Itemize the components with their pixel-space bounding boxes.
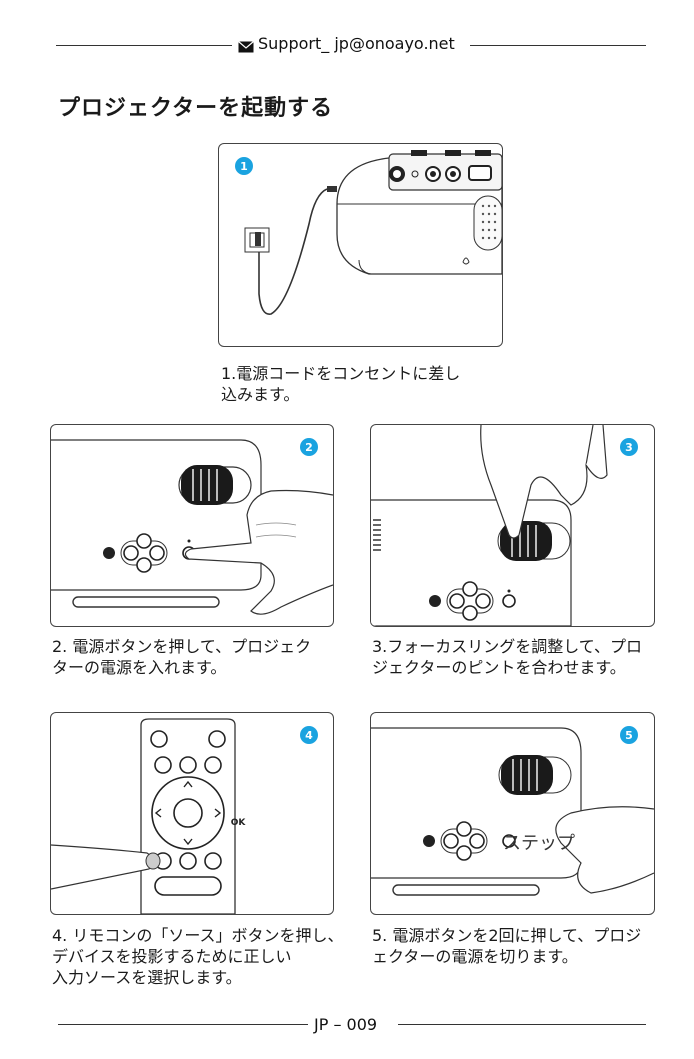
header-rule-left [56,45,232,46]
step-5-caption: 5. 電源ボタンを2回に押して、プロジ ェクターの電源を切ります。 [372,925,641,967]
step-3-caption: 3.フォーカスリングを調整して、プロ ジェクターのピントを合わせます。 [372,636,642,678]
header-rule-right [470,45,646,46]
step-3-badge: 3 [620,438,638,456]
step-4-caption: 4. リモコンの「ソース」ボタンを押し、 デバイスを投影するために正しい 入力ソ… [52,925,344,988]
header-contact: Support_ jp@onoayo.net [238,34,455,53]
envelope-icon [238,38,254,50]
step-2-badge: 2 [300,438,318,456]
page-title: プロジェクターを起動する [58,90,333,122]
support-email[interactable]: Support_ jp@onoayo.net [258,34,455,53]
ok-button: OK [228,818,248,828]
footer-rule-right [398,1024,646,1025]
step-1-illustration: 1 [218,143,503,347]
step-1-badge: 1 [235,157,253,175]
page-number: JP – 009 [314,1015,377,1034]
step-5-badge: 5 [620,726,638,744]
step-5-illustration: ステップ 5 [370,712,655,915]
step-1-caption: 1.電源コードをコンセントに差し 込みます。 [221,363,460,405]
step-2-caption: 2. 電源ボタンを押して、プロジェク ターの電源を入れます。 [52,636,311,678]
footer-rule-left [58,1024,308,1025]
step-4-illustration: OK 4 [50,712,334,915]
step-2-illustration: 2 [50,424,334,627]
step-5-overlay-label: ステップ [503,829,575,855]
step-4-badge: 4 [300,726,318,744]
step-3-illustration: 3 [370,424,655,627]
